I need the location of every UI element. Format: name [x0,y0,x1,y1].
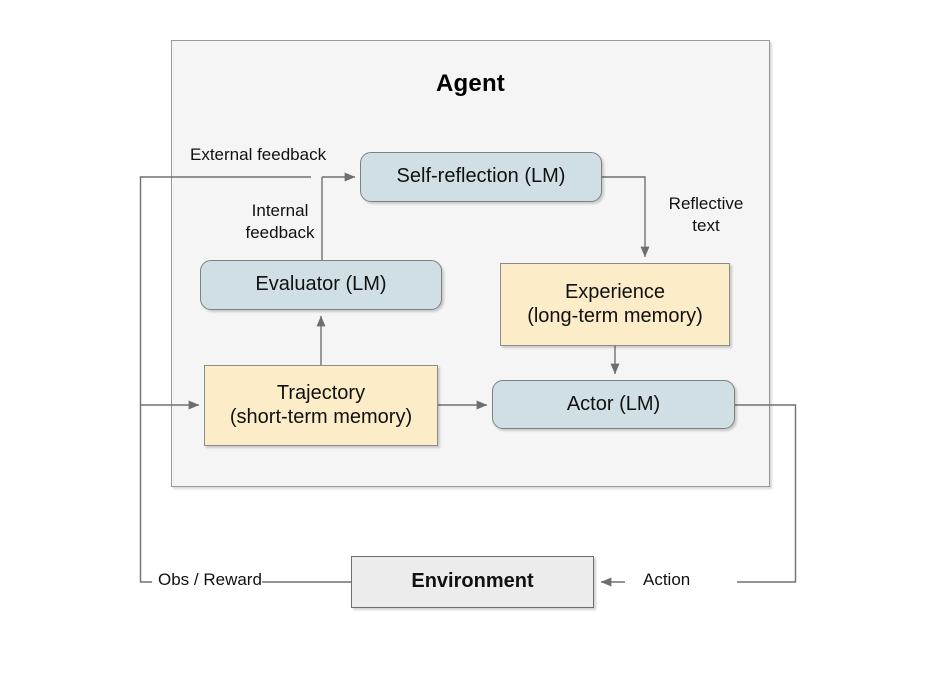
node-experience[interactable]: Experience (long-term memory) [500,263,730,346]
node-evaluator-label: Evaluator (LM) [255,273,387,296]
label-internal-feedback: Internal feedback [236,200,324,244]
node-evaluator[interactable]: Evaluator (LM) [200,260,442,310]
node-trajectory-label: Trajectory [276,381,366,404]
node-experience-sublabel: (long-term memory) [527,304,703,327]
node-trajectory-sublabel: (short-term memory) [229,405,413,428]
label-reflective-text-line2: text [692,216,720,236]
agent-title: Agent [436,70,505,97]
node-self-reflection-label: Self-reflection (LM) [396,165,566,188]
label-internal-feedback-line1: Internal [251,201,309,220]
node-experience-label: Experience [564,280,666,303]
label-external-feedback: External feedback [190,145,327,164]
label-internal-feedback-line2: feedback [245,223,315,243]
node-environment-label: Environment [411,570,534,593]
label-reflective-text-line1: Reflective [668,194,744,213]
node-self-reflection[interactable]: Self-reflection (LM) [360,152,602,202]
label-obs-reward: Obs / Reward [158,570,262,589]
node-actor[interactable]: Actor (LM) [492,380,735,429]
node-actor-label: Actor (LM) [566,392,661,415]
node-trajectory[interactable]: Trajectory (short-term memory) [204,365,438,446]
node-environment[interactable]: Environment [351,556,594,608]
label-action: Action [643,570,691,589]
label-reflective-text: Reflective text [663,193,749,237]
